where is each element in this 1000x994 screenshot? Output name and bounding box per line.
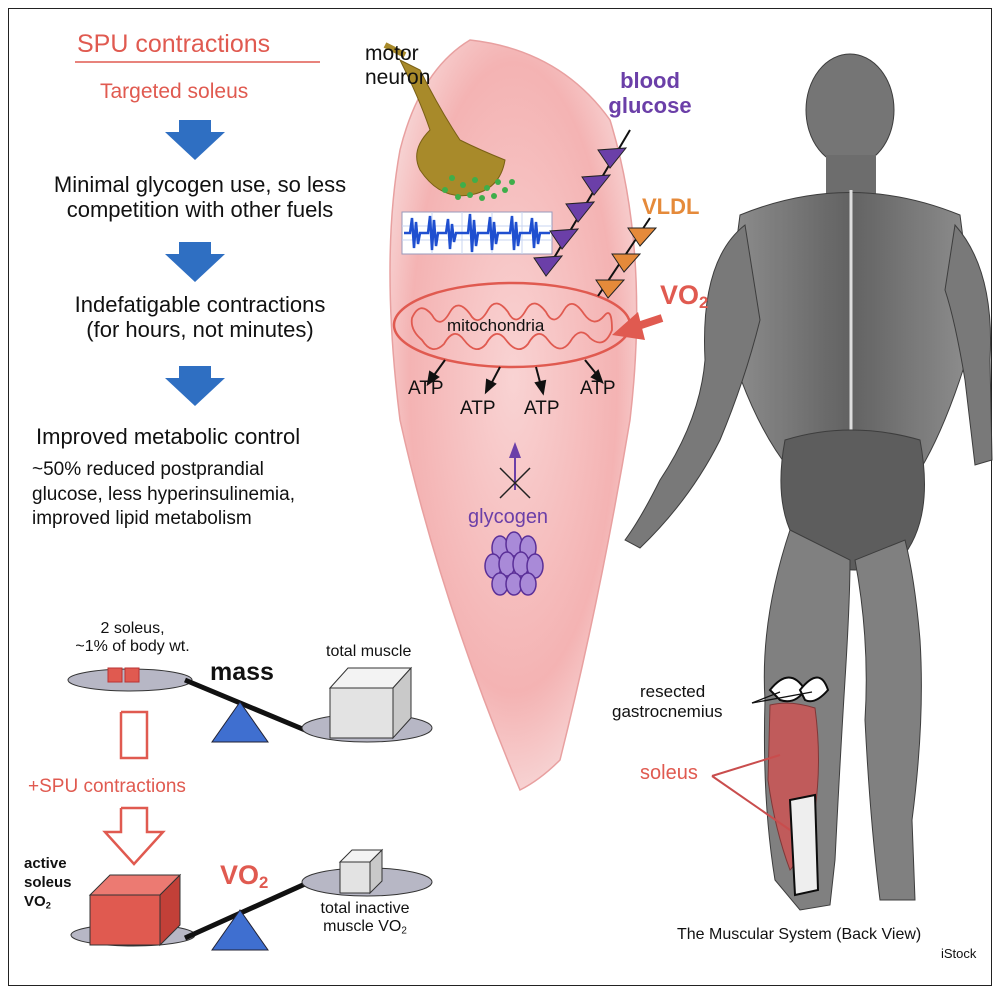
inactive-text: muscle VO: [323, 918, 402, 936]
step2-text: Indefatigable contractions (for hours, n…: [20, 292, 380, 343]
motor-line1: motor: [365, 42, 419, 65]
muscular-system-figure: [624, 53, 993, 911]
vo2-text: VO: [220, 860, 260, 890]
soleus-pointers: [711, 754, 791, 831]
blood-line1: blood: [620, 68, 680, 93]
atp-label-4: ATP: [580, 378, 616, 399]
figure-caption: The Muscular System (Back View): [677, 926, 922, 943]
vo2-muscle-label: VO2: [660, 280, 708, 312]
inactive-line1: total inactive: [320, 900, 410, 917]
motor-neuron: [383, 42, 515, 201]
step2-line2: (for hours, not minutes): [86, 317, 314, 343]
step3-text: Improved metabolic control: [36, 424, 301, 449]
resected-line1: resected: [640, 682, 706, 701]
glycogen-granules: [484, 531, 544, 596]
active-line3: VO2: [24, 893, 72, 912]
flow-arrows: [165, 120, 225, 406]
motor-neuron-label: motor neuron: [365, 42, 430, 90]
atp-label-2: ATP: [460, 398, 496, 419]
step1-text: Minimal glycogen use, so less competitio…: [20, 172, 380, 223]
step1-line2: competition with other fuels: [66, 197, 334, 223]
motor-line2: neuron: [365, 66, 431, 90]
mass-label: mass: [210, 658, 274, 686]
glycogen-label: glycogen: [468, 506, 549, 528]
muscle-vo: VO: [660, 280, 700, 310]
title-spu-contractions: SPU contractions: [77, 30, 271, 58]
blood-line2: glucose: [608, 93, 692, 119]
atp-label-1: ATP: [408, 378, 444, 399]
inactive-line2: muscle VO2: [300, 918, 430, 937]
atp-label-3: ATP: [524, 398, 560, 419]
vo2-balance: [70, 848, 433, 951]
atp-arrows: [426, 359, 604, 396]
metabolic-detail: ~50% reduced postprandial glucose, less …: [32, 458, 295, 532]
mitochondria-label: mitochondria: [447, 316, 545, 335]
figure-frame: [8, 8, 992, 986]
soleus-mass-label: 2 soleus, ~1% of body wt.: [50, 620, 215, 657]
emg-trace: [401, 211, 553, 255]
resected-gastrocnemius-label: resected gastrocnemius: [612, 682, 741, 721]
vldl-arrows: [595, 217, 658, 299]
active-soleus-vo2-label: active soleus VO2: [24, 855, 72, 911]
step1-line1: Minimal glycogen use, so less: [53, 172, 347, 197]
muscle-vo-sub: 2: [699, 293, 709, 313]
active-vo-sub: 2: [45, 899, 51, 910]
spu-hollow-arrows: [102, 710, 166, 866]
image-credit: iStock: [941, 946, 977, 961]
detail-line3: improved lipid metabolism: [32, 508, 252, 530]
subtitle-targeted-soleus: Targeted soleus: [100, 80, 249, 103]
soleus-mass-line1: 2 soleus,: [100, 620, 165, 637]
vo2-sub: 2: [259, 873, 269, 893]
inactive-sub: 2: [401, 925, 407, 937]
step2-line1: Indefatigable contractions: [74, 292, 326, 317]
vldl-label: VLDL: [642, 194, 700, 219]
soleus-label: soleus: [640, 762, 698, 784]
inactive-muscle-label: total inactive muscle VO2: [300, 900, 430, 937]
glycogen-blocked-arrow: [499, 442, 531, 499]
active-vo: VO: [24, 892, 46, 910]
active-line1: active: [24, 855, 67, 872]
mass-balance: [67, 666, 433, 743]
detail-line2: glucose, less hyperinsulinemia,: [32, 483, 295, 505]
blood-glucose-arrows: [533, 129, 631, 277]
resected-line2: gastrocnemius: [612, 701, 723, 721]
vo2-arrow: [612, 312, 664, 340]
vo2-balance-label: VO2: [220, 860, 268, 892]
blood-glucose-label: blood glucose: [595, 68, 705, 119]
detail-line1: ~50% reduced postprandial: [32, 459, 264, 480]
active-line2: soleus: [24, 873, 72, 891]
gastrocnemius-pointers: [751, 691, 813, 704]
soleus-mass-line2: ~1% of body wt.: [75, 638, 190, 656]
total-muscle-label: total muscle: [326, 643, 412, 660]
spu-contractions-label: +SPU contractions: [28, 776, 186, 797]
